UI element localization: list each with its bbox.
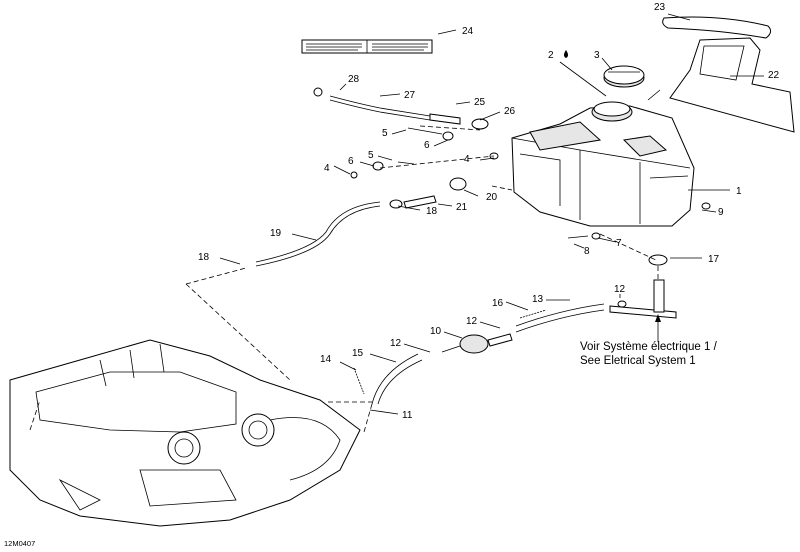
tank-cap bbox=[603, 65, 645, 88]
panel-23 bbox=[662, 16, 772, 39]
callout-12c: 12 bbox=[390, 338, 402, 349]
callout-9: 9 bbox=[718, 207, 724, 218]
callout-4a: 4 bbox=[464, 154, 470, 165]
callout-10: 10 bbox=[430, 326, 442, 337]
junction-tee bbox=[609, 279, 677, 319]
callout-2: 2 bbox=[548, 50, 554, 61]
callout-5a: 5 bbox=[382, 128, 388, 139]
routing-lines bbox=[29, 125, 659, 433]
callout-25: 25 bbox=[474, 97, 486, 108]
bolts bbox=[397, 127, 589, 239]
callout-11: 11 bbox=[402, 410, 413, 421]
oil-drop-icon bbox=[564, 50, 568, 58]
callout-21: 21 bbox=[456, 202, 468, 213]
engine bbox=[9, 339, 361, 527]
callout-14: 14 bbox=[320, 354, 332, 365]
leader-lines bbox=[219, 13, 764, 415]
oil-hose-19 bbox=[255, 195, 437, 267]
callout-20: 20 bbox=[486, 192, 498, 203]
oil-pump-10 bbox=[441, 333, 513, 354]
callout-12a: 12 bbox=[614, 284, 626, 295]
panel-22 bbox=[669, 37, 795, 133]
callout-12b: 12 bbox=[466, 316, 478, 327]
vent-hose-27 bbox=[313, 87, 461, 125]
callout-6b: 6 bbox=[348, 156, 354, 167]
diagram-code: 12M0407 bbox=[4, 539, 35, 548]
callout-19: 19 bbox=[270, 228, 282, 239]
callout-17: 17 bbox=[708, 254, 720, 265]
callout-4b: 4 bbox=[324, 163, 330, 174]
oil-hose-13 bbox=[515, 303, 605, 333]
oil-hose-15 bbox=[353, 353, 423, 405]
callout-28: 28 bbox=[348, 74, 360, 85]
note-see-electrical: See Eletrical System 1 bbox=[580, 355, 696, 367]
callout-27: 27 bbox=[404, 90, 416, 101]
callout-16: 16 bbox=[492, 298, 504, 309]
callout-15: 15 bbox=[352, 348, 364, 359]
callout-5b: 5 bbox=[368, 150, 374, 161]
oil-tank bbox=[511, 101, 695, 227]
callout-18a: 18 bbox=[426, 206, 438, 217]
callout-24: 24 bbox=[462, 26, 474, 37]
callout-8: 8 bbox=[584, 246, 590, 257]
note-voir-systeme: Voir Système électrique 1 / bbox=[580, 341, 718, 353]
callout-labels: 1 2 3 4 4 5 5 6 6 7 8 9 10 11 12 12 12 1… bbox=[198, 2, 780, 421]
bushings bbox=[350, 118, 711, 266]
callout-26: 26 bbox=[504, 106, 516, 117]
callout-18b: 18 bbox=[198, 252, 210, 263]
warning-decal bbox=[301, 39, 433, 54]
callout-3: 3 bbox=[594, 50, 600, 61]
callout-6a: 6 bbox=[424, 140, 430, 151]
callout-22: 22 bbox=[768, 70, 780, 81]
callout-7: 7 bbox=[616, 238, 622, 249]
callout-13: 13 bbox=[532, 294, 544, 305]
callout-1: 1 bbox=[736, 186, 742, 197]
callout-23: 23 bbox=[654, 2, 666, 13]
